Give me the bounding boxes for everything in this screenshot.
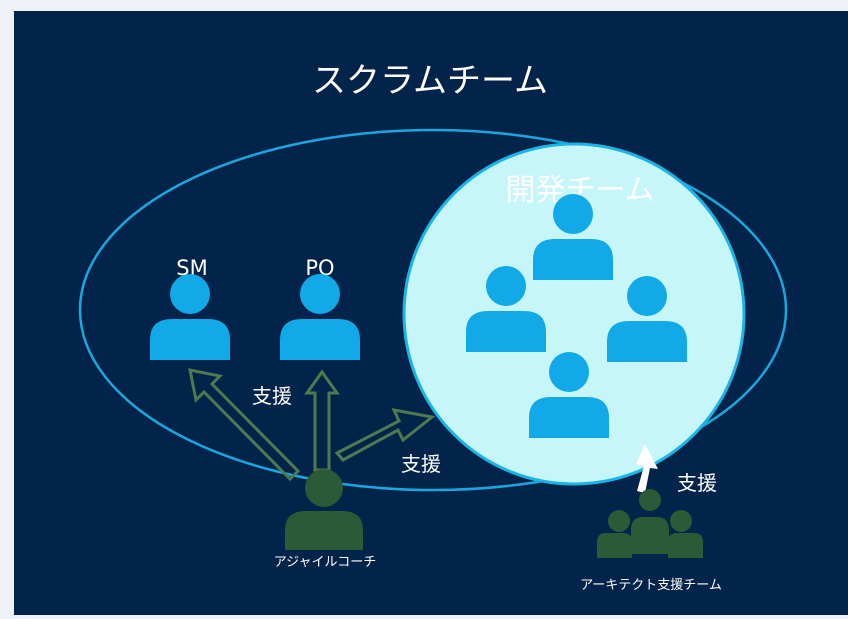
scrum-team-ellipse	[78, 128, 788, 492]
po-person-icon	[280, 274, 360, 360]
diagram-canvas: スクラムチーム 開発チーム SM PO 支援 支援 支援 アジャイルコーチ アー…	[78, 61, 788, 593]
dev-team-circle	[402, 142, 746, 486]
arrow-to-dev-team-icon	[334, 408, 436, 462]
support-label-architect: 支援	[677, 471, 717, 495]
support-label-dev: 支援	[401, 452, 441, 476]
agile-coach-person-icon	[285, 469, 363, 550]
arrow-to-po-icon	[304, 369, 340, 472]
slide-title: スクラムチーム	[312, 61, 548, 101]
support-arrows	[188, 368, 436, 482]
architect-team-label: アーキテクト支援チーム	[580, 578, 722, 593]
arrow-to-sm-icon	[188, 368, 301, 482]
slide: スクラムチーム 開発チーム SM PO 支援 支援 支援 アジャイルコーチ アー…	[14, 11, 848, 615]
sm-person-icon	[150, 274, 230, 360]
agile-coach-label: アジャイルコーチ	[274, 555, 377, 570]
support-label-po: 支援	[252, 384, 292, 408]
arrow-to-dev-team-white-icon	[636, 444, 658, 493]
architect-team-icon	[597, 489, 703, 558]
